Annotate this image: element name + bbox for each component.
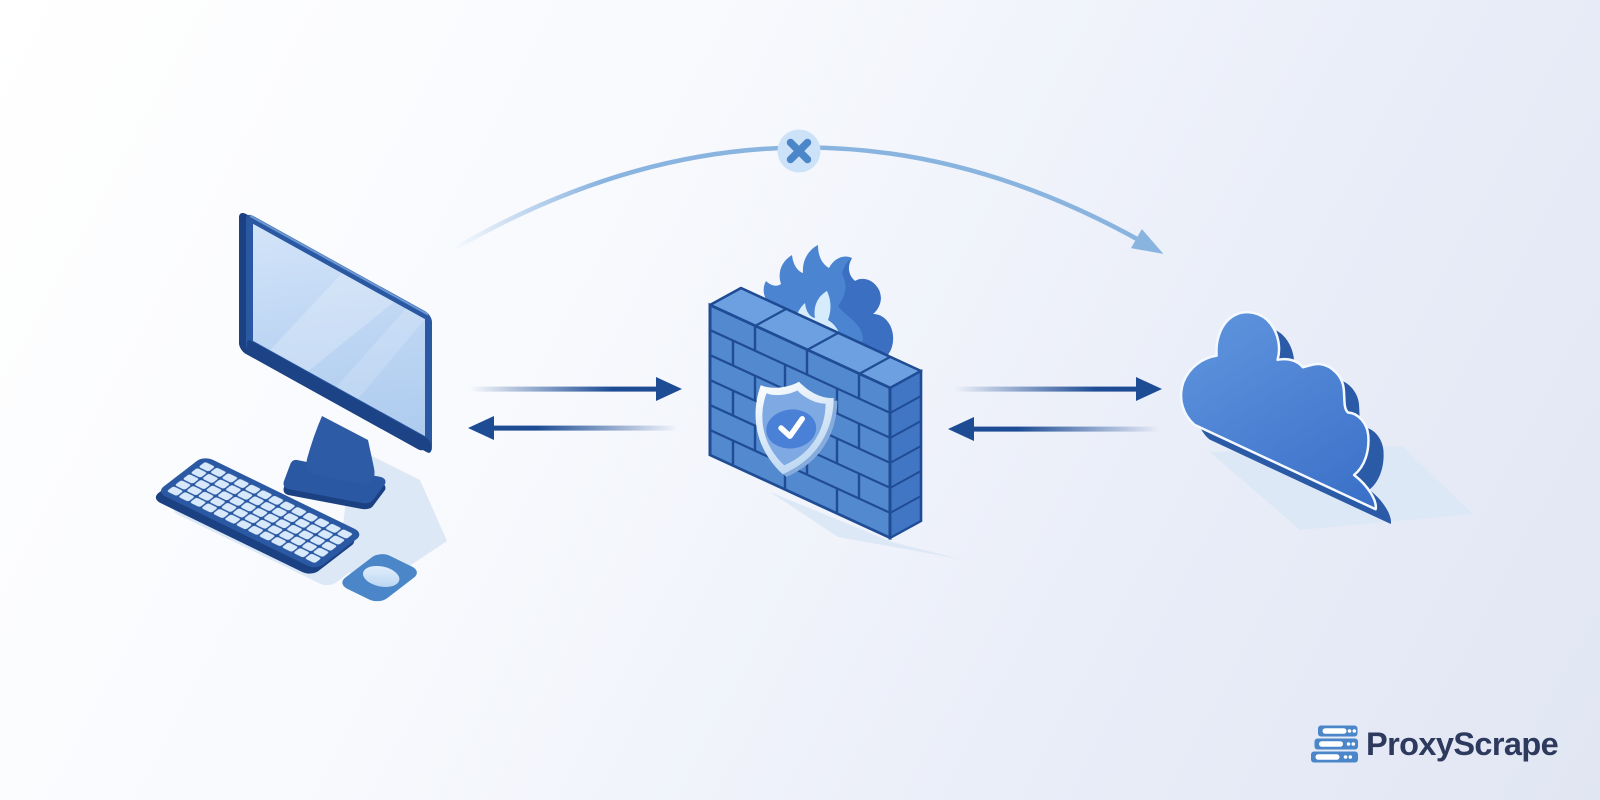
x-glyph	[786, 138, 812, 164]
traffic-arrows	[468, 377, 1162, 441]
arc-arrowhead-icon	[1131, 229, 1164, 254]
monitor-stand	[283, 416, 386, 510]
mouse-icon	[362, 565, 400, 587]
arrow-cloud-to-firewall	[948, 417, 1158, 441]
monitor-chin	[247, 340, 431, 453]
wall-top-joint	[754, 308, 787, 327]
desktop-computer-icon	[155, 212, 432, 602]
arrow-head	[468, 416, 494, 440]
keyboard	[155, 458, 360, 574]
cloud-front-face	[1179, 310, 1378, 511]
screen-sheen-2	[336, 308, 425, 400]
monitor-screen	[253, 223, 425, 437]
arrow-computer-to-firewall	[470, 377, 682, 401]
arrow-head	[948, 417, 974, 441]
arrow-firewall-to-cloud	[954, 377, 1162, 401]
check-glyph	[778, 416, 805, 439]
arrow-head	[1136, 377, 1162, 401]
logo-text: ProxyScrape	[1366, 726, 1558, 762]
firewall-brick-wall-icon	[708, 245, 923, 541]
monitor	[239, 212, 432, 453]
mouse-pad	[342, 554, 417, 602]
keyboard-keys	[165, 461, 355, 565]
arrow-shaft	[470, 386, 658, 392]
arrow-shaft	[492, 425, 676, 431]
arrow-shaft	[954, 386, 1138, 392]
shield-check-disc	[766, 409, 817, 449]
server-bar-details	[1315, 728, 1357, 760]
x-cross-badge-icon	[777, 129, 821, 173]
screen-sheen	[270, 273, 394, 372]
wall-top-joint	[858, 356, 891, 375]
cloud-icon	[1179, 310, 1391, 525]
frame-bevel	[250, 214, 428, 316]
wall-side-face	[888, 368, 923, 541]
proxyscrape-logo: ProxyScrape	[1311, 725, 1559, 763]
wall-top-joint	[806, 332, 839, 351]
server-stack-icon	[1311, 725, 1358, 763]
stand-neck	[306, 416, 375, 484]
arrow-shaft	[974, 426, 1158, 432]
arrow-head	[656, 377, 682, 401]
shield-check-icon	[755, 381, 838, 477]
arrow-firewall-to-computer	[468, 416, 676, 440]
blocked-direct-connection	[450, 129, 1164, 254]
